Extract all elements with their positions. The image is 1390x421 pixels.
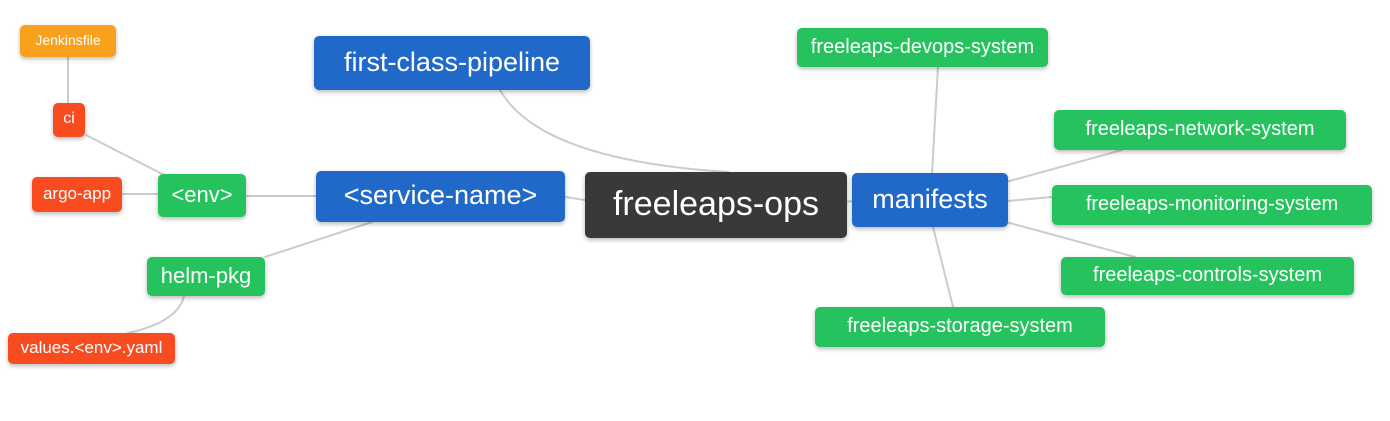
node-label: freeleaps-network-system bbox=[1085, 118, 1315, 140]
node-freeleaps-devops-system[interactable]: freeleaps-devops-system bbox=[797, 28, 1048, 67]
node-first-class-pipeline[interactable]: first-class-pipeline bbox=[314, 36, 590, 90]
node-label: manifests bbox=[872, 183, 988, 214]
edge-values-env-yaml-to-helm-pkg bbox=[127, 295, 185, 334]
node-label: <service-name> bbox=[343, 180, 538, 210]
node-label: freeleaps-devops-system bbox=[810, 35, 1035, 58]
node-label: freeleaps-controls-system bbox=[1093, 264, 1322, 286]
node-freeleaps-monitoring-system[interactable]: freeleaps-monitoring-system bbox=[1052, 185, 1372, 225]
edge-manifests-to-freeleaps-storage-system bbox=[932, 226, 954, 308]
node-jenkinsfile[interactable]: Jenkinsfile bbox=[20, 25, 116, 57]
node-service-name[interactable]: <service-name> bbox=[316, 171, 565, 222]
node-label: ci bbox=[63, 110, 75, 127]
node-helm-pkg[interactable]: helm-pkg bbox=[147, 257, 265, 296]
node-label: freeleaps-ops bbox=[612, 185, 819, 223]
node-argo-app[interactable]: argo-app bbox=[32, 177, 122, 212]
node-label: values.<env>.yaml bbox=[20, 338, 163, 357]
edge-first-class-pipeline-to-freeleaps-ops bbox=[499, 89, 729, 173]
node-manifests[interactable]: manifests bbox=[852, 173, 1008, 227]
edge-service-name-to-freeleaps-ops bbox=[564, 196, 586, 201]
node-label: argo-app bbox=[42, 184, 112, 203]
node-freeleaps-ops[interactable]: freeleaps-ops bbox=[585, 172, 847, 238]
node-values-env-yaml[interactable]: values.<env>.yaml bbox=[8, 333, 175, 364]
node-label: freeleaps-monitoring-system bbox=[1085, 193, 1339, 215]
node-label: Jenkinsfile bbox=[35, 32, 101, 48]
node-label: <env> bbox=[171, 181, 233, 207]
node-freeleaps-controls-system[interactable]: freeleaps-controls-system bbox=[1061, 257, 1354, 295]
edge-freeleaps-devops-system-to-manifests bbox=[931, 66, 939, 174]
edge-ci-to-env bbox=[85, 134, 167, 177]
edge-helm-pkg-to-service-name bbox=[264, 221, 373, 258]
node-label: freeleaps-storage-system bbox=[847, 315, 1073, 337]
node-ci[interactable]: ci bbox=[53, 103, 85, 137]
node-label: first-class-pipeline bbox=[343, 46, 561, 77]
edge-manifests-to-freeleaps-monitoring-system bbox=[1007, 196, 1053, 202]
node-env[interactable]: <env> bbox=[158, 174, 246, 217]
node-freeleaps-network-system[interactable]: freeleaps-network-system bbox=[1054, 110, 1346, 150]
edge-manifests-to-freeleaps-network-system bbox=[1005, 149, 1123, 183]
node-freeleaps-storage-system[interactable]: freeleaps-storage-system bbox=[815, 307, 1105, 347]
node-label: helm-pkg bbox=[160, 262, 252, 288]
edge-manifests-to-freeleaps-controls-system bbox=[1005, 221, 1136, 258]
